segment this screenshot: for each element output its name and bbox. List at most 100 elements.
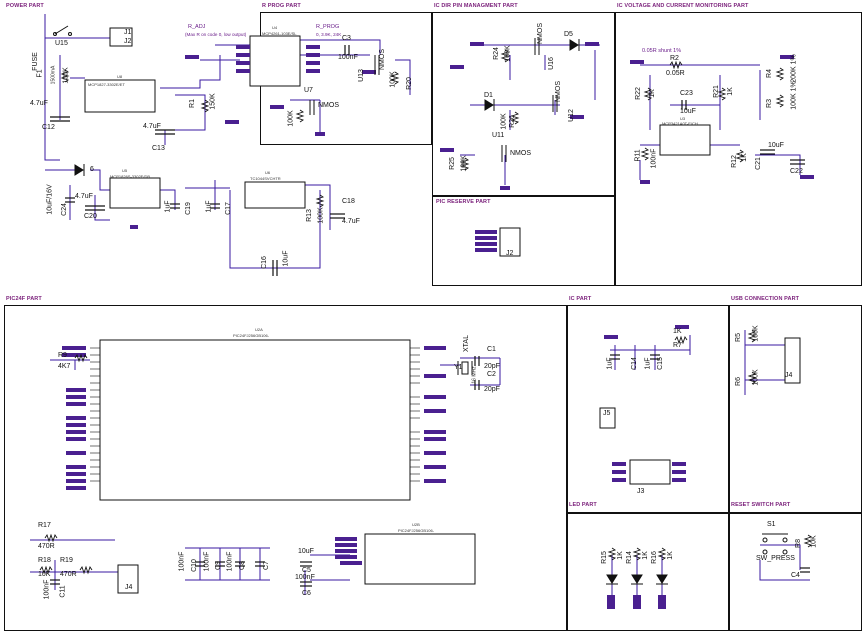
- label-shunt: 0.05R shunt 1%: [642, 48, 682, 54]
- label-c8: C8: [238, 561, 246, 570]
- label-u12: U12: [567, 109, 575, 122]
- label-c20: C20: [84, 213, 97, 220]
- label-u4: U4: [272, 25, 278, 30]
- pic24-section-frame: [4, 305, 567, 631]
- label-r20-val: 100K: [389, 71, 397, 88]
- label-c9: C9: [214, 561, 222, 570]
- label-c24-val: 10uF/16V: [46, 184, 54, 215]
- label-u7: U7: [304, 87, 313, 94]
- label-r22-val: 1K: [648, 89, 656, 98]
- label-r3: R3: [765, 99, 773, 108]
- label-c16: C16: [260, 256, 268, 269]
- section-title-picreserve: PIC RESERVE PART: [436, 199, 491, 205]
- section-title-icvolt: IC VOLTAGE AND CURRENT MONITORING PART: [617, 3, 749, 9]
- section-title-reset: RESET SWITCH PART: [731, 502, 791, 508]
- label-c5-val: 10uF: [298, 548, 314, 555]
- label-u2a-part: PIC24FJ256GB106-: [233, 333, 270, 338]
- label-c7: C7: [262, 561, 270, 570]
- label-nmos-icdir: NMOS: [537, 23, 544, 44]
- label-j3: J3: [637, 488, 645, 495]
- label-r13-val: 100K: [317, 207, 325, 224]
- label-r16: R16: [650, 551, 658, 564]
- label-c17: C17: [224, 202, 232, 215]
- label-j5: J5: [603, 410, 611, 417]
- label-c23: C23: [680, 90, 693, 97]
- label-r8: R8: [794, 539, 802, 548]
- label-r17-val: 470R: [38, 543, 55, 550]
- label-r-adj: R_ADJ: [188, 24, 206, 30]
- label-r14-val: 1K: [641, 551, 649, 560]
- section-title-rprog: R PROG PART: [262, 3, 301, 9]
- label-c12: C12: [42, 124, 55, 131]
- label-r1: R1: [188, 99, 196, 108]
- label-d5: D5: [564, 31, 573, 38]
- label-c9-val: 100nF: [203, 551, 211, 572]
- label-c22: C22: [790, 168, 803, 175]
- label-u15: U15: [55, 40, 68, 47]
- label-r9-val: 4K7: [58, 363, 71, 370]
- label-r17: R17: [38, 522, 51, 529]
- label-c16-val: 10uF: [282, 250, 290, 267]
- label-c14-val: 1uF: [606, 357, 614, 370]
- label-y1: Y1: [454, 364, 463, 371]
- ic-section-frame: [567, 305, 729, 513]
- label-c10-val: 100nF: [178, 551, 186, 572]
- label-r-adj-note: (Max R on code 0, low output): [185, 32, 247, 37]
- label-r19: R19: [60, 557, 73, 564]
- label-s1: S1: [767, 521, 776, 528]
- label-nmos-u13: NMOS: [379, 49, 386, 70]
- label-fuse: FUSE: [31, 52, 39, 71]
- label-nmos-u7: NMOS: [318, 102, 339, 109]
- section-title-led: LED PART: [569, 502, 597, 508]
- label-r22: R22: [634, 87, 642, 100]
- label-u2a: U2A: [255, 327, 263, 332]
- label-c19-val: 1uF: [164, 200, 172, 213]
- label-r25: R25: [448, 157, 456, 170]
- section-title-usb: USB CONNECTION PART: [731, 296, 800, 302]
- label-r-100k-rprog: 100K: [287, 110, 295, 127]
- label-c15-val: 1uF: [644, 357, 652, 370]
- label-j1: J1: [124, 29, 132, 36]
- label-r7: R7: [673, 342, 682, 349]
- label-u13: U13: [357, 69, 365, 82]
- label-r11: R11: [634, 149, 642, 162]
- label-c4: C4: [791, 572, 800, 579]
- label-c23-val: 10uF: [680, 108, 696, 115]
- label-u11: U11: [492, 132, 505, 139]
- label-j4-usb: J4: [785, 372, 793, 379]
- label-u3-part: MCP3421A0T-E/CH: [662, 121, 698, 126]
- section-title-icdir: IC DIR PIN MANAGMENT PART: [434, 3, 518, 9]
- label-c10: C10: [190, 559, 198, 572]
- label-c17-val: 1uF: [205, 200, 213, 213]
- section-title-ic: IC PART: [569, 296, 592, 302]
- label-fuse-val: 1500mA: [50, 65, 57, 85]
- label-c1: C1: [487, 346, 496, 353]
- label-r14: R14: [625, 551, 633, 564]
- section-title-power: POWER PART: [6, 3, 44, 9]
- label-r16-val: 1K: [666, 551, 674, 560]
- label-c13: C13: [152, 145, 165, 152]
- label-c20-val: 4.7uF: [75, 193, 93, 200]
- label-nmos3-icdir: NMOS: [510, 150, 531, 157]
- power-section-frame: [4, 12, 432, 286]
- label-d1: D1: [484, 92, 493, 99]
- label-c3: C3: [342, 35, 351, 42]
- label-r1-val: 150K: [209, 93, 217, 110]
- label-c12-val: 4.7uF: [30, 100, 48, 107]
- label-r3-val: 100K 1%: [790, 81, 798, 110]
- label-r25-val: 100K: [460, 155, 468, 172]
- label-r20: R20: [405, 77, 413, 90]
- label-c11: C11: [59, 585, 67, 598]
- label-r5: R5: [734, 333, 742, 342]
- label-c5: C5: [302, 567, 311, 574]
- label-r9: R9: [58, 352, 67, 359]
- label-r15: R15: [600, 551, 608, 564]
- label-r21-val: 1K: [726, 87, 734, 96]
- label-u4-part: MCP4261-103E/SL: [262, 31, 297, 36]
- label-r18-val: 10K: [38, 571, 51, 578]
- label-d6: 6: [90, 166, 94, 173]
- label-r12-val: 1K: [740, 153, 748, 162]
- label-u5: U5: [122, 168, 128, 173]
